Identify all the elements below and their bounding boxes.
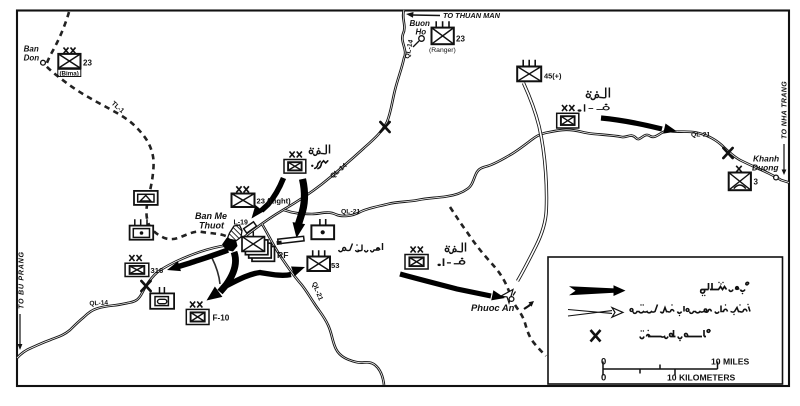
- svg-text:10 KILOMETERS: 10 KILOMETERS: [667, 373, 736, 383]
- svg-text:23 (Light): 23 (Light): [257, 197, 292, 206]
- svg-text:Khanh: Khanh: [753, 154, 779, 164]
- svg-text:45(+): 45(+): [544, 72, 562, 81]
- svg-text:Thuot: Thuot: [199, 221, 225, 231]
- svg-text:0: 0: [601, 357, 606, 368]
- svg-text:3: 3: [754, 178, 759, 187]
- svg-text:0: 0: [601, 373, 606, 384]
- svg-text:10 MILES: 10 MILES: [711, 357, 749, 367]
- svg-text:Ban: Ban: [24, 45, 39, 54]
- svg-text:TO THUAN MAN: TO THUAN MAN: [443, 11, 501, 20]
- svg-text:TO BU PRANG: TO BU PRANG: [18, 251, 26, 309]
- svg-text:Ban Me: Ban Me: [195, 211, 227, 221]
- svg-text:Buon: Buon: [410, 19, 431, 28]
- svg-text:F-10: F-10: [213, 314, 230, 323]
- svg-text:23: 23: [83, 59, 92, 68]
- svg-text:23: 23: [456, 35, 465, 44]
- svg-text:QL-21: QL-21: [691, 132, 710, 139]
- svg-text:QL-21: QL-21: [341, 209, 360, 216]
- svg-text:Duong: Duong: [752, 163, 779, 173]
- svg-text:53: 53: [331, 261, 339, 270]
- svg-text:L-19: L-19: [234, 220, 249, 227]
- svg-text:QL-14: QL-14: [404, 39, 415, 60]
- svg-text:TO NHA TRANG: TO NHA TRANG: [782, 81, 789, 139]
- svg-text:Ho: Ho: [416, 28, 427, 37]
- svg-text:(Ranger): (Ranger): [429, 47, 456, 54]
- svg-text:(Bima): (Bima): [60, 70, 79, 77]
- svg-text:QL-14: QL-14: [89, 300, 108, 308]
- svg-text:316: 316: [151, 266, 164, 275]
- svg-text:Don: Don: [24, 54, 40, 63]
- svg-text:Phuoc An: Phuoc An: [471, 302, 515, 313]
- svg-text:RF: RF: [277, 250, 288, 260]
